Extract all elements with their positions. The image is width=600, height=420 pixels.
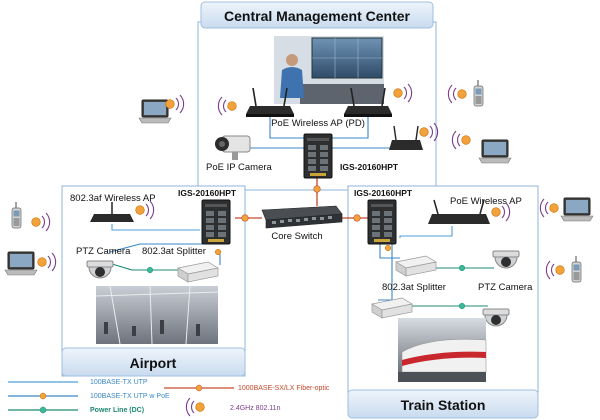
train-power-marker-2 — [458, 302, 466, 310]
airport-photo — [95, 285, 219, 345]
airport-power-marker — [146, 266, 154, 274]
legend-power: Power Line (DC) — [90, 407, 144, 414]
wifi-left-laptop-icon — [37, 252, 57, 272]
ptz-camera-airport-label: PTZ Camera — [76, 246, 131, 257]
train-ap-icon — [428, 199, 490, 224]
fiber-link-markers — [241, 185, 361, 222]
airport-igs-switch-icon — [201, 199, 231, 245]
laptop-far-right-icon — [560, 197, 594, 222]
splitter-airport-label: 802.3at Splitter — [142, 246, 206, 257]
train-power-marker-1 — [458, 264, 466, 272]
core-switch-label: Core Switch — [271, 231, 322, 242]
poe-wireless-ap-train-label: PoE Wireless AP — [450, 196, 522, 207]
wifi-left-phone-icon — [31, 212, 51, 232]
legend-fiber: 1000BASE-SX/LX Fiber-optic — [238, 385, 330, 392]
central-management-title: Central Management Center — [224, 8, 410, 24]
legend-wifi-icon — [185, 397, 205, 417]
wifi-far-right-phone-icon — [545, 260, 565, 280]
airport-links — [109, 224, 221, 271]
phone-top-right-icon — [473, 79, 484, 107]
laptop-right-icon — [478, 139, 512, 164]
train-poe-marker — [384, 244, 392, 252]
center-small-ap-icon — [389, 125, 423, 150]
phone-left-icon — [11, 201, 22, 229]
train-station-title: Train Station — [401, 397, 486, 413]
airport-igs-label: IGS-20160HPT — [178, 188, 237, 198]
wifi-top-right-phone-icon — [447, 84, 467, 104]
airport-ap-icon — [90, 202, 134, 222]
poe-ip-camera-icon — [215, 135, 251, 160]
laptop-left-icon — [4, 251, 38, 276]
airport-poe-marker — [214, 248, 222, 256]
center-igs-switch-icon — [303, 133, 333, 179]
phone-far-right-icon — [571, 255, 582, 283]
train-photo — [398, 318, 487, 382]
train-igs-label: IGS-20160HPT — [354, 188, 413, 198]
legend-utp: 100BASE-TX UTP — [90, 379, 148, 386]
legend-wifi: 2.4GHz 802.11n — [230, 405, 281, 412]
train-igs-switch-icon — [367, 199, 397, 245]
splitter-train-label: 802.3at Splitter — [382, 282, 446, 293]
center-poe-links — [243, 116, 392, 149]
legend: 100BASE-TX UTP 100BASE-TX UTP w PoE Powe… — [8, 379, 330, 417]
poe-ap-pd-label: PoE Wireless AP (PD) — [271, 118, 365, 129]
af-wireless-ap-label: 802.3af Wireless AP — [70, 193, 156, 204]
center-igs-label: IGS-20160HPT — [340, 162, 399, 172]
wifi-far-right-laptop-icon — [539, 198, 559, 218]
core-switch-icon — [261, 205, 343, 229]
control-room-photo — [274, 36, 384, 104]
airport-title: Airport — [130, 355, 177, 371]
wifi-right-laptop-icon — [451, 130, 471, 150]
legend-utp-poe: 100BASE-TX UTP w PoE — [90, 393, 170, 400]
poe-ip-camera-label: PoE IP Camera — [206, 162, 273, 173]
ptz-camera-train-label: PTZ Camera — [478, 282, 533, 293]
